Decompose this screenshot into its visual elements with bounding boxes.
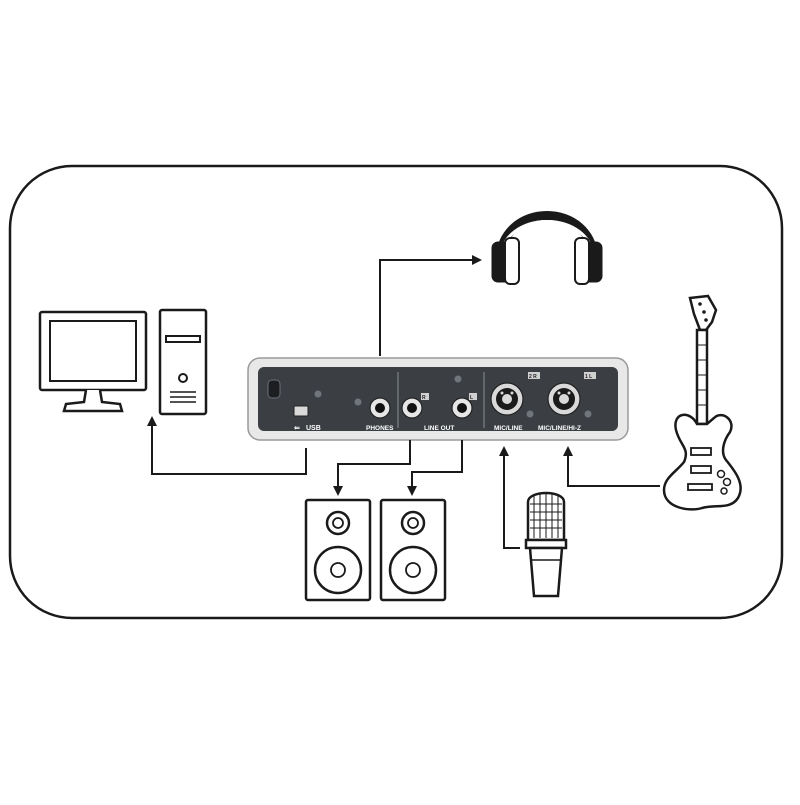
usb-to-computer-arrow xyxy=(147,416,307,475)
screw-icon xyxy=(314,390,322,398)
speaker-left-icon xyxy=(304,498,372,602)
input-1-label: 1 L xyxy=(585,374,592,380)
input-2-label: 2 R xyxy=(529,374,537,380)
interface-to-headphones-arrow xyxy=(379,255,482,356)
speaker-right-icon xyxy=(379,498,447,602)
screw-icon xyxy=(584,410,592,418)
mic-line-label: MIC/LINE xyxy=(494,425,523,432)
out-right-label: R xyxy=(422,395,426,401)
power-switch[interactable] xyxy=(267,379,281,399)
usb-symbol-icon: ⇐ xyxy=(294,425,300,432)
computer-icon xyxy=(38,308,208,416)
usb-port[interactable] xyxy=(293,405,309,417)
diagram-frame xyxy=(8,164,784,620)
mic-to-input2-arrow xyxy=(499,446,520,549)
connection-lines xyxy=(147,255,660,549)
mic-line-hiz-label: MIC/LINE/HI-Z xyxy=(538,425,581,432)
headphones-icon xyxy=(491,211,603,285)
line-out-label: LINE OUT xyxy=(424,425,454,432)
lineout-to-right-speaker-arrow xyxy=(407,440,463,496)
electric-guitar-icon xyxy=(662,294,742,511)
guitar-to-input1-arrow xyxy=(563,446,660,487)
lineout-to-left-speaker-arrow xyxy=(333,440,411,496)
phones-label: PHONES xyxy=(366,425,394,432)
screw-icon xyxy=(354,398,362,406)
usb-label: USB xyxy=(306,425,321,432)
out-left-label: L xyxy=(470,395,473,401)
screw-icon xyxy=(526,410,534,418)
screw-icon xyxy=(454,375,462,383)
audio-interface: ⇐ USB PHONES R L LINE OUT 2 R MIC/LINE xyxy=(247,357,629,441)
microphone-icon xyxy=(524,491,568,598)
